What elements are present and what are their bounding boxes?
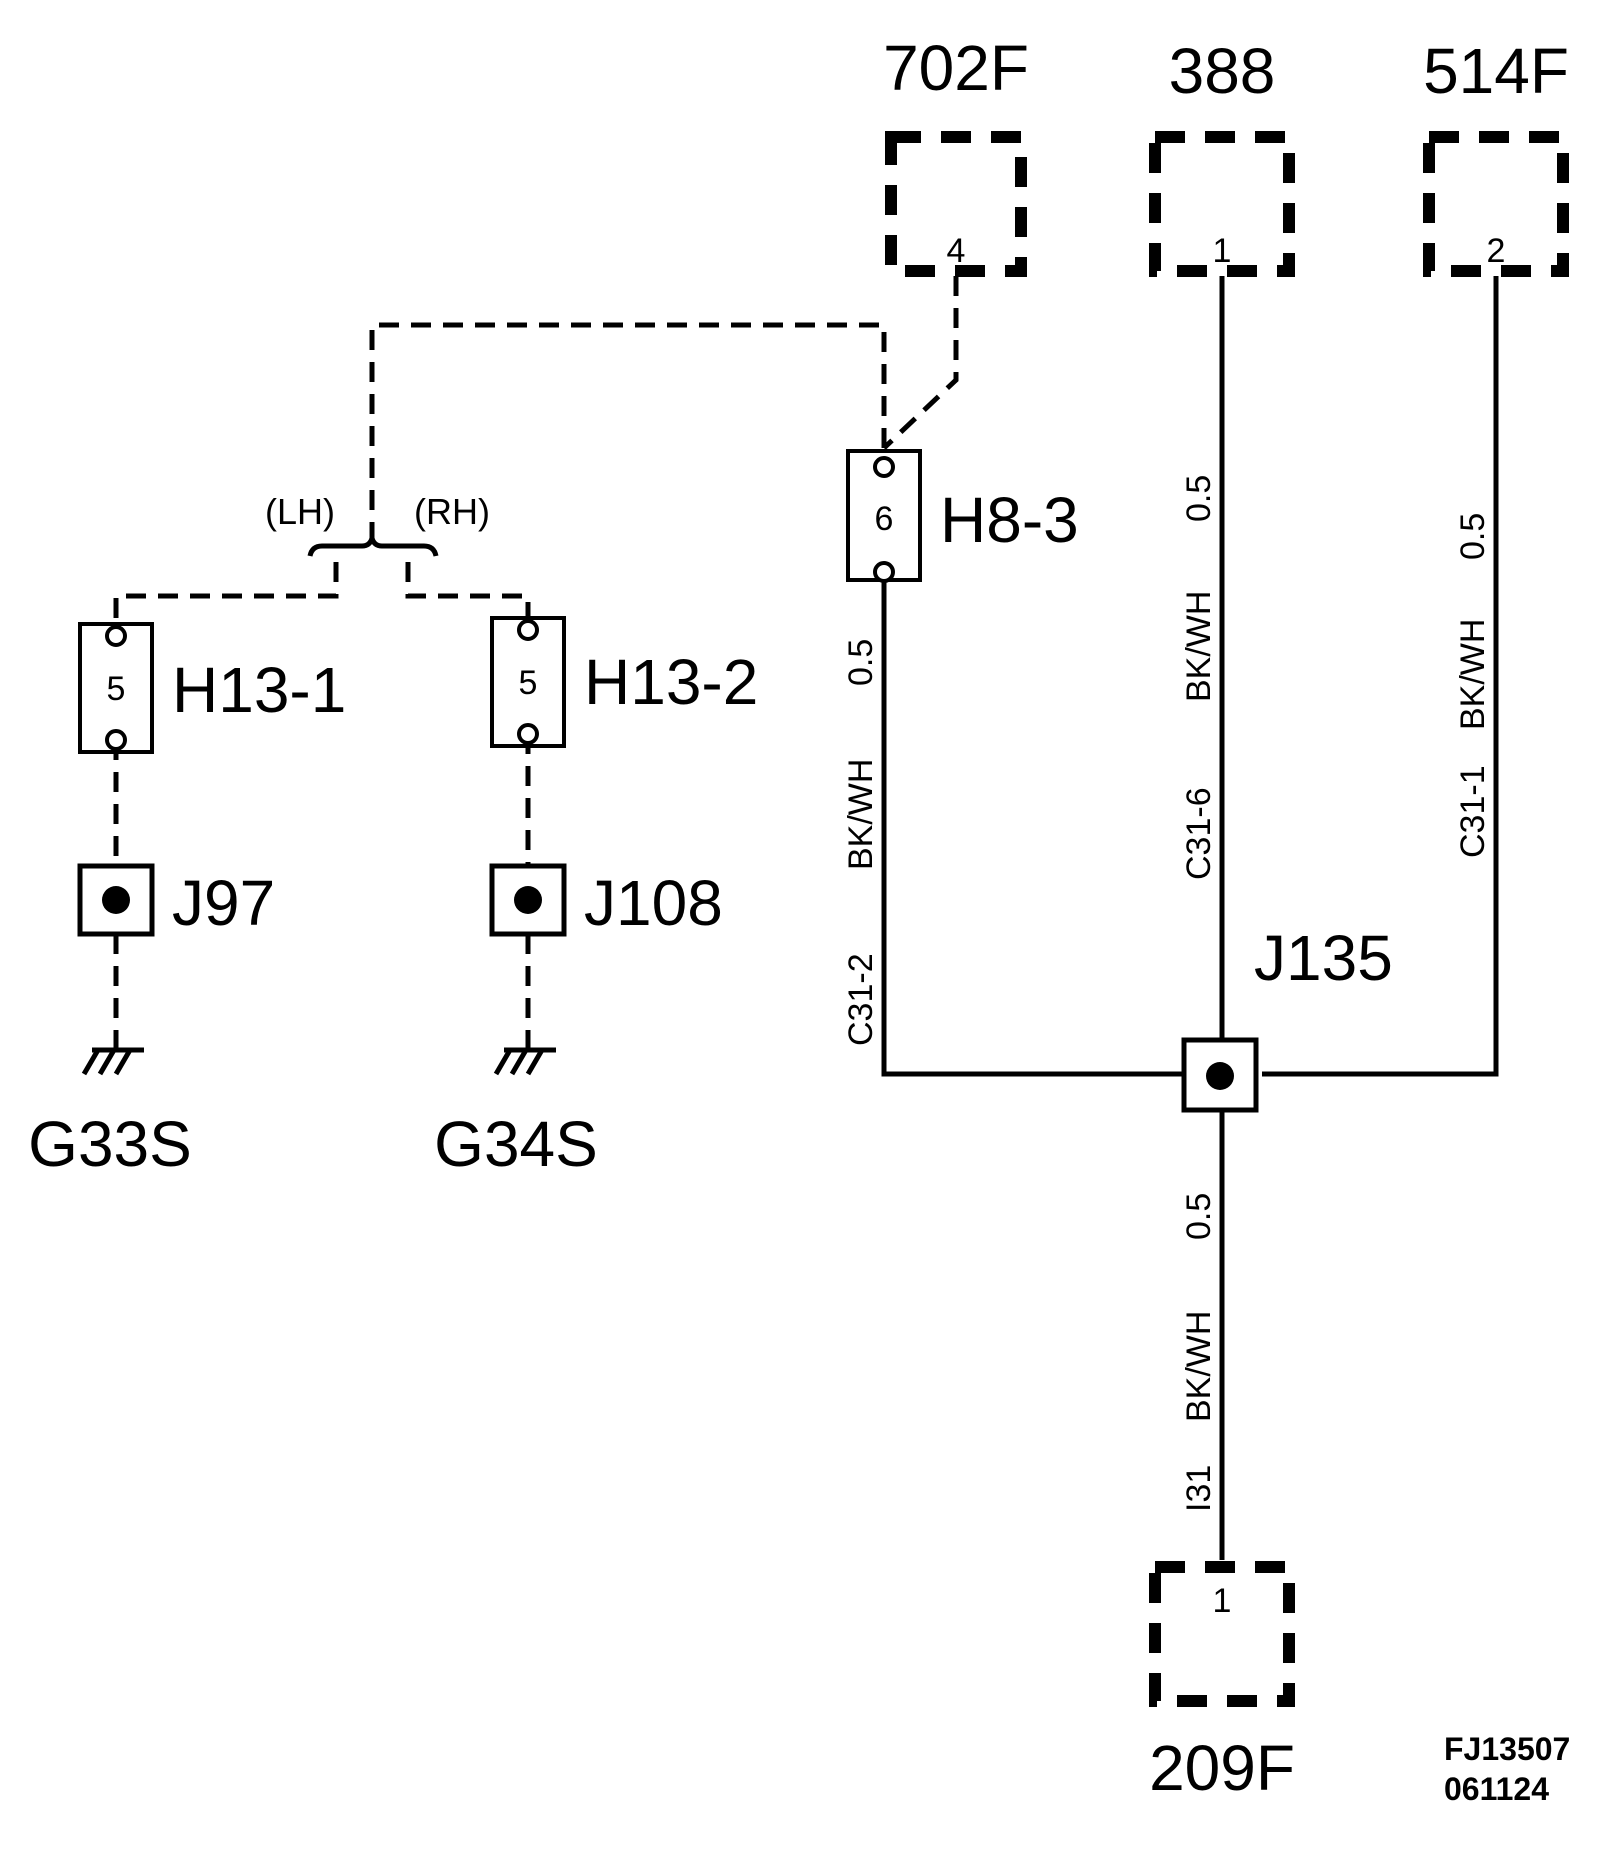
- g34s-hatch: [493, 1048, 545, 1076]
- component-h13-1: 5 H13-1: [78, 622, 346, 754]
- splice-j108: J108: [489, 863, 723, 939]
- connector-702f-outline: [885, 131, 1027, 277]
- wire-c31-2: [881, 580, 1184, 1077]
- connector-209f-outline: [1149, 1561, 1295, 1707]
- connector-388: 388 1: [1149, 35, 1295, 277]
- splice-j97: J97: [77, 863, 275, 939]
- c31-6-color: BK/WH: [1180, 591, 1218, 702]
- c31-1-circuit: C31-1: [1454, 765, 1492, 858]
- i31-color: BK/WH: [1180, 1311, 1218, 1422]
- wire-branch-lh: [113, 562, 339, 628]
- g33s-label: G33S: [28, 1108, 192, 1180]
- h13-1-terminal-bottom: [105, 729, 127, 751]
- variant-rh-label: (RH): [414, 491, 490, 532]
- ground-g33s: G33S: [28, 1047, 192, 1180]
- j108-label: J108: [584, 867, 723, 939]
- h13-2-terminal-top: [517, 619, 539, 641]
- connector-388-label: 388: [1169, 35, 1276, 107]
- connector-514f-outline: [1423, 131, 1569, 277]
- dashed-wiring: [113, 276, 959, 1048]
- solid-wiring: [881, 276, 1499, 1560]
- component-h8-3: 6 H8-3: [846, 449, 1079, 583]
- connector-209f-label: 209F: [1149, 1732, 1295, 1804]
- g33s-hatch: [81, 1048, 133, 1076]
- h13-1-pin: 5: [107, 670, 126, 708]
- connector-209f-pin: 1: [1213, 1582, 1232, 1620]
- date-code: 061124: [1444, 1771, 1549, 1807]
- h8-3-terminal-bottom: [873, 561, 895, 583]
- connector-514f-label: 514F: [1423, 35, 1569, 107]
- connector-702f-label: 702F: [883, 32, 1029, 104]
- connector-702f-pin: 4: [947, 232, 966, 270]
- ground-g34s: G34S: [434, 1047, 598, 1180]
- c31-2-gauge: 0.5: [842, 639, 880, 686]
- component-h13-2: 5 H13-2: [490, 616, 758, 748]
- c31-1-color: BK/WH: [1454, 619, 1492, 730]
- wire-label-i31: I31 BK/WH 0.5: [1180, 1193, 1218, 1512]
- h13-2-pin: 5: [519, 664, 538, 702]
- figure-code: FJ13507: [1444, 1731, 1570, 1767]
- h13-2-terminal-bottom: [517, 723, 539, 745]
- lh-rh-brace: [307, 537, 439, 557]
- c31-1-gauge: 0.5: [1454, 513, 1492, 560]
- variant-lh-label: (LH): [265, 491, 335, 532]
- h8-3-label: H8-3: [940, 484, 1079, 556]
- j97-dot: [102, 886, 130, 914]
- connector-388-pin: 1: [1213, 232, 1232, 270]
- i31-gauge: 0.5: [1180, 1193, 1218, 1240]
- wire-h8-3-to-branch: [369, 322, 887, 540]
- wire-702f-to-h8-3: [882, 276, 959, 450]
- h8-3-pin: 6: [875, 500, 894, 538]
- h8-3-terminal-top: [873, 456, 895, 478]
- h13-1-terminal-top: [105, 625, 127, 647]
- connector-702f: 702F 4: [883, 32, 1029, 277]
- c31-2-circuit: C31-2: [842, 953, 880, 1046]
- connector-514f-pin: 2: [1487, 232, 1506, 270]
- splice-j135: J135: [1181, 922, 1393, 1113]
- i31-circuit: I31: [1180, 1465, 1218, 1512]
- connector-388-outline: [1149, 131, 1295, 277]
- h13-2-label: H13-2: [584, 646, 758, 718]
- g34s-label: G34S: [434, 1108, 598, 1180]
- wire-label-c31-2: C31-2 BK/WH 0.5: [842, 639, 880, 1046]
- wire-label-c31-1: C31-1 BK/WH 0.5: [1454, 513, 1492, 858]
- wire-c31-1: [1262, 276, 1499, 1077]
- j135-dot: [1206, 1062, 1234, 1090]
- j97-label: J97: [172, 867, 275, 939]
- wire-label-c31-6: C31-6 BK/WH 0.5: [1180, 475, 1218, 880]
- j108-dot: [514, 886, 542, 914]
- connector-209f: 1 209F: [1149, 1561, 1295, 1804]
- c31-2-color: BK/WH: [842, 759, 880, 870]
- h13-1-label: H13-1: [172, 654, 346, 726]
- connector-514f: 514F 2: [1423, 35, 1569, 277]
- c31-6-gauge: 0.5: [1180, 475, 1218, 522]
- j135-label: J135: [1254, 922, 1393, 994]
- wire-branch-rh: [405, 562, 531, 622]
- c31-6-circuit: C31-6: [1180, 787, 1218, 880]
